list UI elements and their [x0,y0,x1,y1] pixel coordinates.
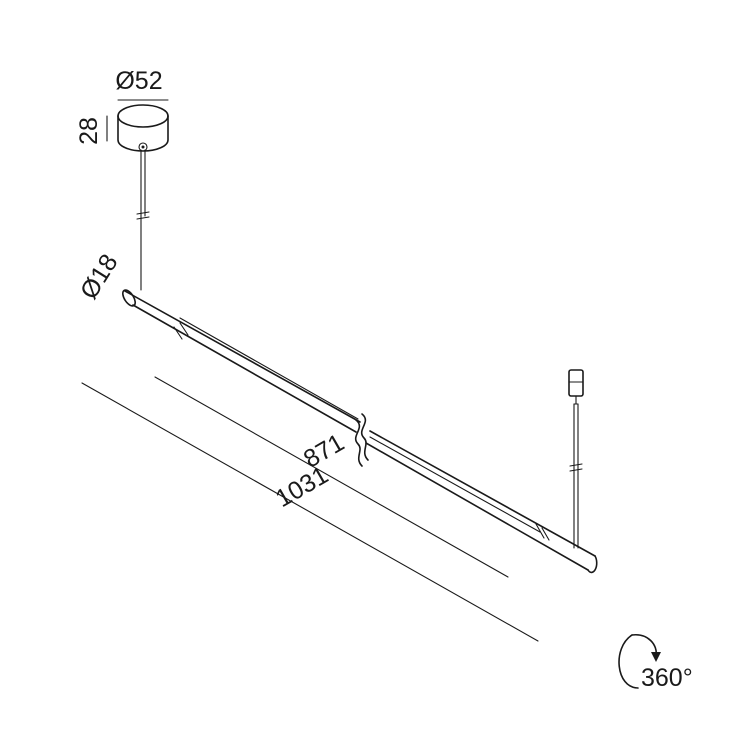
total-length-label: 1031 [271,461,333,513]
right-suspension-cable [568,369,584,549]
canopy-diameter-label: Ø52 [115,67,162,95]
light-length-label: 871 [299,429,349,474]
canopy-diameter-dimension: Ø52 [115,67,169,101]
rotation-icon [618,634,661,689]
length-dimension-lines [81,376,539,642]
canopy-height-dimension: 28 [75,115,108,145]
tube-diameter-label: Ø18 [75,249,124,304]
left-suspension-cable [136,149,150,291]
ceiling-canopy [117,104,169,152]
canopy-height-label: 28 [75,117,103,145]
light-tube [122,289,598,574]
rotation-label: 360° [641,664,693,692]
